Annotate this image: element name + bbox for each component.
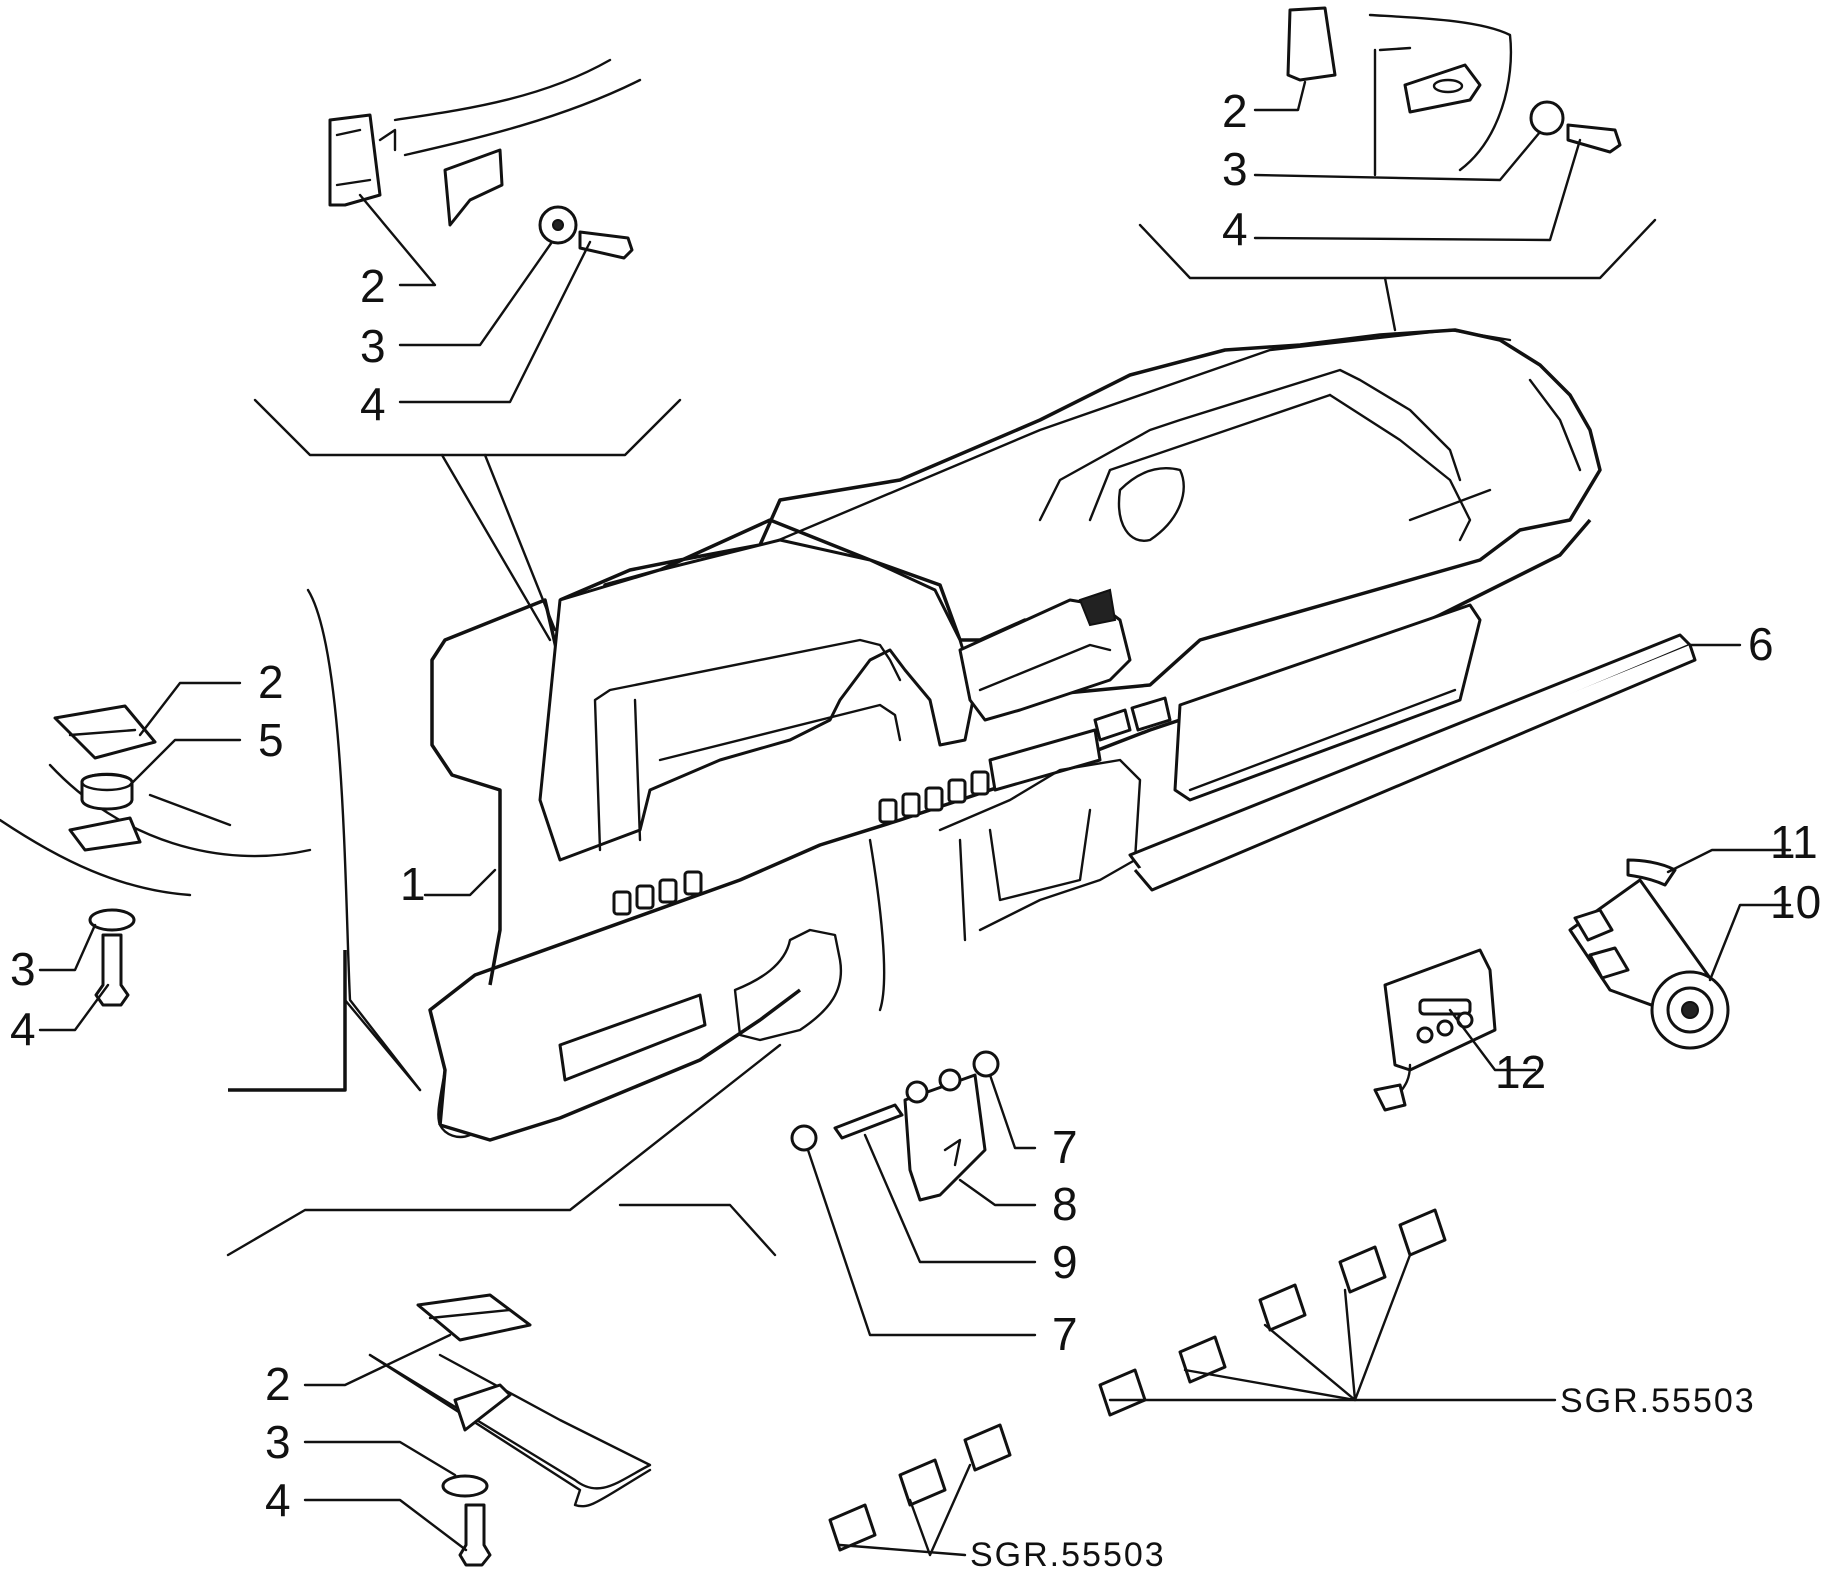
callout-7-lower: 7 (1052, 1308, 1078, 1360)
callout-1: 1 (400, 858, 426, 910)
callout-3-top-right: 3 (1222, 143, 1248, 195)
callout-5-left: 5 (258, 714, 284, 766)
callout-8: 8 (1052, 1178, 1078, 1230)
callout-4-top-left: 4 (360, 378, 386, 430)
callout-11: 11 (1770, 816, 1818, 868)
switch-blanks-center (878, 770, 990, 824)
switch-group-bottom (828, 1423, 1012, 1552)
switch-blanks-left (612, 870, 703, 916)
spacer-5-left-icon (80, 773, 134, 811)
clip-2-bottom-left-icon (416, 1293, 532, 1342)
hinge-parts (790, 1050, 1000, 1202)
clip-2-top-left-icon (328, 113, 382, 207)
switch-12 (1373, 948, 1497, 1112)
washer-3-bottom-left-icon (441, 1474, 489, 1498)
washer-7-right-icon (972, 1050, 1000, 1078)
key-11-icon (1626, 858, 1677, 887)
callout-2-left: 2 (258, 656, 284, 708)
group-brackets (226, 218, 1657, 1257)
washer-7-left-icon (790, 1124, 818, 1152)
detail-top-right (1286, 6, 1622, 177)
callout-2-top-right: 2 (1222, 85, 1248, 137)
pin-9-icon (833, 1103, 904, 1140)
reference-switch-group-bottom: SGR.55503 (970, 1536, 1166, 1574)
ignition-assembly (1568, 858, 1730, 1050)
callout-3-left: 3 (10, 943, 36, 995)
callout-2-top-left: 2 (360, 260, 386, 312)
callout-3-bottom-left: 3 (265, 1416, 291, 1468)
washer-3-top-right-icon (1529, 100, 1565, 136)
hinge-8-icon (903, 1073, 987, 1202)
callout-2-bottom-left: 2 (265, 1358, 291, 1410)
screw-4-left-icon (94, 933, 130, 1007)
callout-6: 6 (1748, 618, 1774, 670)
callout-labels: 2 3 4 2 3 4 2 5 3 4 1 6 11 10 12 7 8 9 7… (10, 85, 1821, 1574)
detail-top-left (328, 58, 642, 260)
screw-4-bottom-left-icon (458, 1503, 492, 1567)
callout-4-left: 4 (10, 1003, 36, 1055)
callout-9: 9 (1052, 1236, 1078, 1288)
callout-3-top-left: 3 (360, 320, 386, 372)
detail-bottom-left (368, 1293, 652, 1567)
reference-switch-group-right: SGR.55503 (1560, 1382, 1756, 1420)
callout-4-top-right: 4 (1222, 203, 1248, 255)
screw-4-top-left-icon (578, 230, 634, 260)
callout-7-upper: 7 (1052, 1121, 1078, 1173)
screw-4-top-right-icon (1566, 123, 1622, 154)
bracket-top-left-icon (443, 148, 504, 227)
detail-left (0, 704, 312, 1007)
callout-12: 12 (1495, 1046, 1546, 1098)
dashboard-panel (428, 328, 1602, 1142)
callout-10: 10 (1770, 876, 1821, 928)
leader-lines (38, 80, 1792, 1557)
trim-strip (1128, 633, 1697, 892)
callout-4-bottom-left: 4 (265, 1474, 291, 1526)
washer-3-left-icon (88, 908, 136, 932)
clip-2-top-right-icon (1286, 6, 1337, 82)
